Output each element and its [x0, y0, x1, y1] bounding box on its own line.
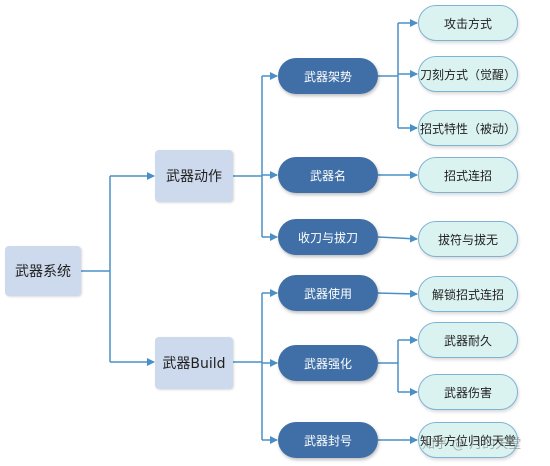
leaf-label: 知乎方位归的天堂 [419, 433, 516, 448]
leaf-label: 武器伤害 [443, 385, 492, 400]
root-label: 武器系统 [15, 264, 71, 280]
sub-node-weapon-upgrade[interactable]: 武器强化 [278, 345, 378, 381]
sub-node-label: 武器使用 [303, 286, 352, 301]
branch-node-weapon-build[interactable]: 武器Build [155, 337, 233, 389]
leaf-skill-traits[interactable]: 招式特性（被动） [418, 110, 518, 146]
leaf-label: 解锁招式连招 [431, 287, 504, 302]
sub-node-label: 收刀与拔刀 [297, 230, 358, 245]
sub-node-label: 武器封号 [303, 433, 352, 448]
leaf-durability[interactable]: 武器耐久 [418, 322, 518, 358]
root-node[interactable]: 武器系统 [5, 246, 81, 296]
leaf-blade-mode[interactable]: 刀刻方式（觉醒） [418, 56, 518, 92]
sub-node-sheath-draw[interactable]: 收刀与拔刀 [278, 219, 378, 255]
sub-node-label: 武器架势 [303, 69, 352, 84]
watermark: 知乎 @ 月的天堂 [422, 437, 522, 452]
leaf-label: 刀刻方式（觉醒） [419, 67, 516, 82]
branch-label: 武器动作 [166, 169, 222, 185]
branch-label: 武器Build [162, 356, 226, 372]
sub-to-leaf-arrow [377, 289, 418, 298]
leaf-label: 武器耐久 [443, 333, 492, 348]
leaf-unlock-combo[interactable]: 解锁招式连招 [418, 276, 518, 312]
sub-node-weapon-use[interactable]: 武器使用 [278, 275, 378, 311]
leaf-label: 招式连招 [443, 168, 492, 183]
leaf-title-entry[interactable]: 知乎方位归的天堂 [418, 422, 518, 458]
sub-node-weapon-stance[interactable]: 武器架势 [278, 58, 378, 94]
sub-node-weapon-name[interactable]: 武器名 [278, 157, 378, 193]
branch-node-weapon-action[interactable]: 武器动作 [155, 150, 233, 202]
leaf-label: 拔符与拔无 [437, 232, 498, 247]
leaf-label: 攻击方式 [443, 16, 492, 31]
leaf-attack-mode[interactable]: 攻击方式 [418, 5, 518, 41]
sub-node-label: 武器名 [309, 168, 346, 183]
leaf-draw[interactable]: 拔符与拔无 [418, 221, 518, 257]
sub-to-leaf-arrow [377, 234, 418, 243]
sub-node-weapon-title[interactable]: 武器封号 [278, 422, 378, 458]
leaf-skill-combo[interactable]: 招式连招 [418, 157, 518, 193]
sub-node-label: 武器强化 [303, 356, 352, 371]
leaf-damage[interactable]: 武器伤害 [418, 374, 518, 410]
leaf-label: 招式特性（被动） [419, 121, 516, 136]
